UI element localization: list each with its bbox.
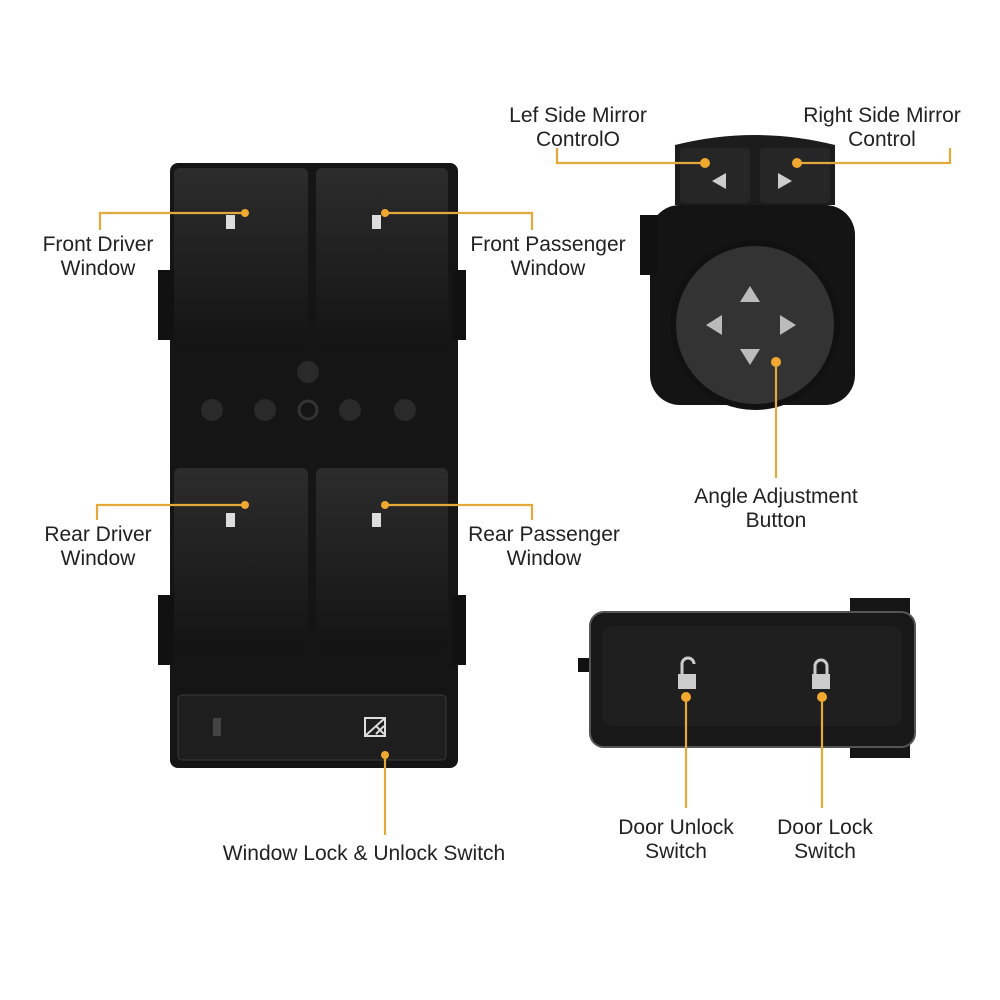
window-lock-switch[interactable] (177, 694, 447, 761)
angle-adjustment-button[interactable] (670, 240, 840, 410)
rear-driver-window-button[interactable] (174, 468, 308, 650)
window-lock-label: Window Lock & Unlock Switch (223, 842, 505, 865)
mirror-control (640, 135, 855, 410)
rear-passenger-window-button[interactable] (316, 468, 448, 650)
right-mirror-button[interactable] (760, 148, 830, 203)
window-lock-icon (364, 717, 386, 737)
door-unlock-button[interactable] (678, 656, 696, 689)
front-driver-window-button[interactable] (174, 168, 308, 348)
door-lock-button[interactable] (812, 658, 830, 689)
window-switch-panel (158, 163, 466, 768)
door-lock-switch-panel (578, 598, 916, 758)
left-mirror-button[interactable] (680, 148, 750, 203)
front-passenger-window-button[interactable] (316, 168, 448, 348)
leader-lines (95, 148, 952, 835)
